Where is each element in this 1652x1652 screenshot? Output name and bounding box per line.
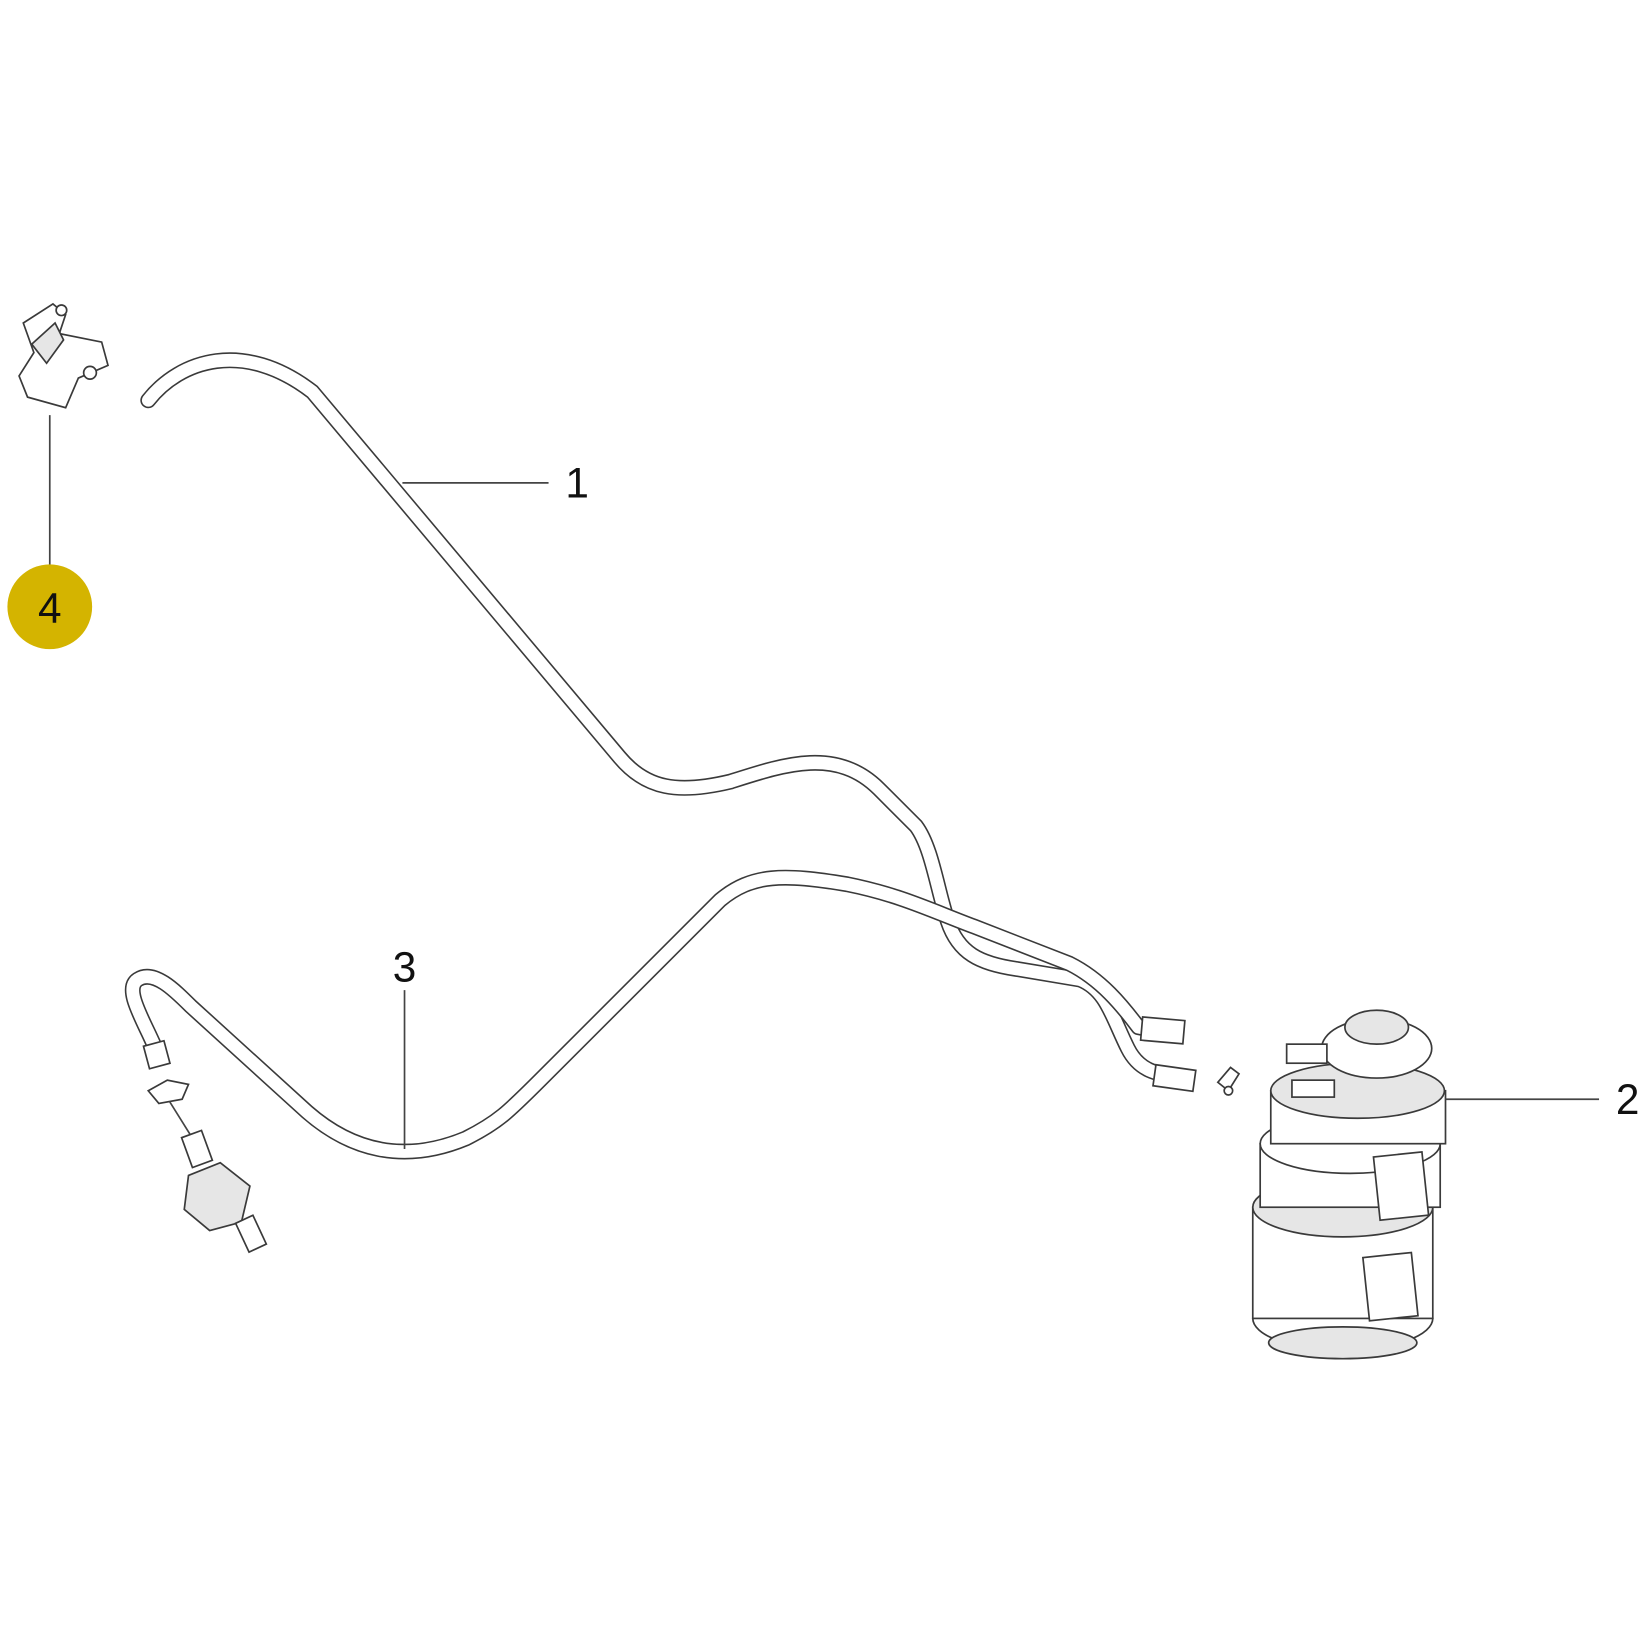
callout-2[interactable]: 2 [1616,1076,1640,1123]
canister-part-2[interactable] [1251,1009,1447,1360]
callout-4[interactable]: 4 [38,585,62,632]
callout-1[interactable]: 1 [565,460,589,507]
hose-part-3[interactable] [124,869,1186,1160]
callout-4-highlight[interactable] [7,564,93,650]
check-valve[interactable] [146,1079,268,1254]
hose-clip [1216,1066,1241,1096]
callout-3[interactable]: 3 [393,944,417,991]
sensor-part-4[interactable] [18,302,110,409]
hose-part-1[interactable] [140,352,1197,1093]
